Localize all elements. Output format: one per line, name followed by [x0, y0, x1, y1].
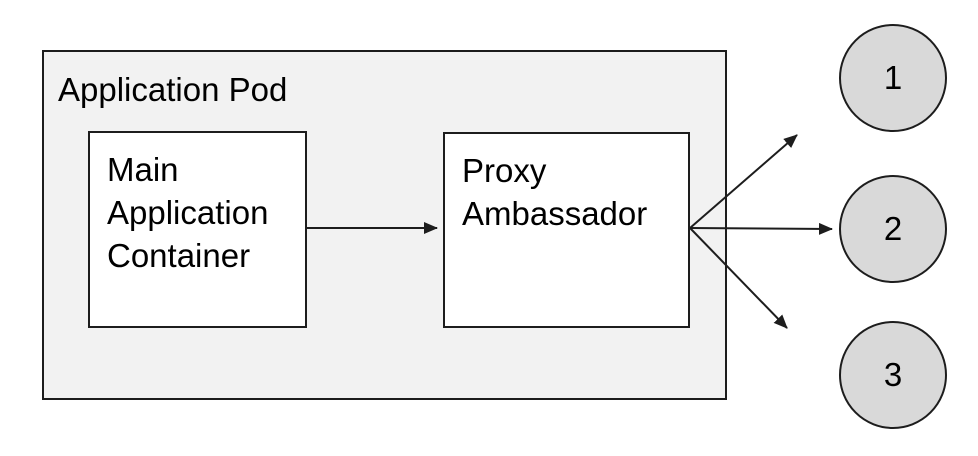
- node-proxy-ambassador-label: Proxy Ambassador: [462, 152, 648, 232]
- endpoint-circle-1-label: 1: [883, 59, 903, 96]
- endpoint-circle-3-label: 3: [883, 356, 903, 393]
- endpoint-circle-2-label: 2: [883, 210, 903, 247]
- endpoint-circle-3: 3: [839, 321, 947, 429]
- endpoint-circle-2: 2: [839, 175, 947, 283]
- application-pod-label: Application Pod: [58, 71, 288, 108]
- endpoint-circle-1: 1: [839, 24, 947, 132]
- node-main-application-container-label: Main Application Container: [107, 151, 269, 274]
- node-proxy-ambassador: Proxy Ambassador: [443, 132, 690, 328]
- node-main-application-container: Main Application Container: [88, 131, 307, 328]
